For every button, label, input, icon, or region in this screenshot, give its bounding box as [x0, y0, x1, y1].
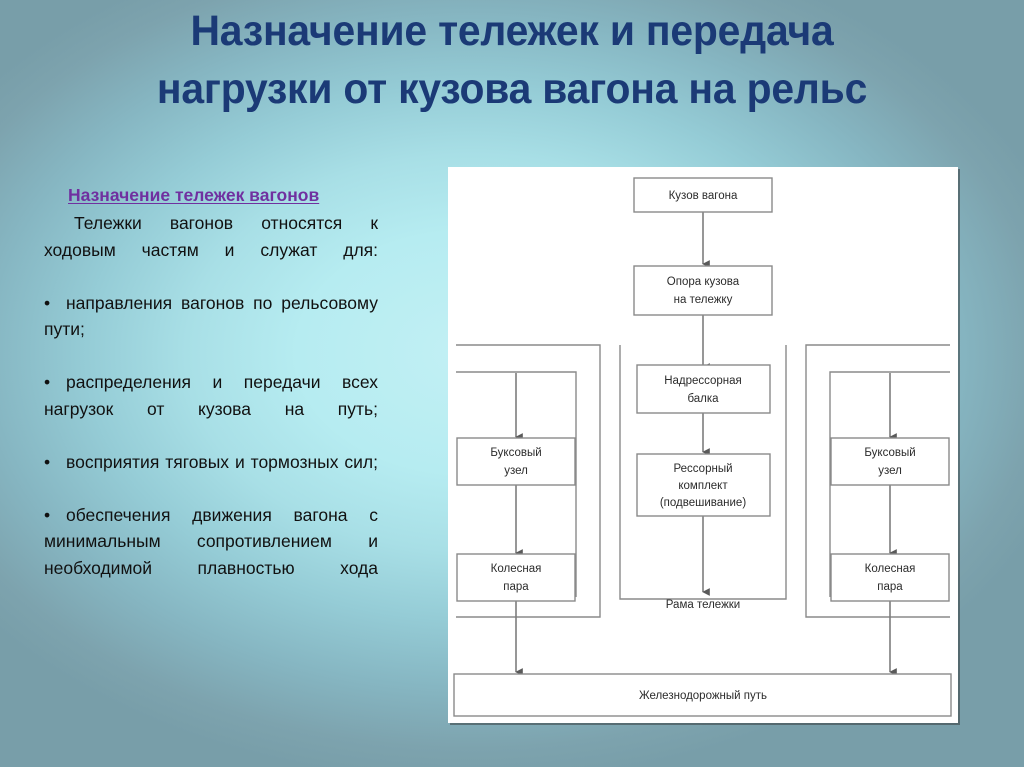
node-spring-set-label-1: Рессорный: [673, 463, 732, 475]
list-item: •обеспечения движения вагона с минимальн…: [44, 502, 378, 608]
node-axlebox-left-label-2: узел: [504, 465, 528, 477]
section-heading: Назначение тележек вагонов: [68, 185, 320, 205]
node-car-body-label: Кузов вагона: [669, 190, 738, 202]
node-wheelset-right-label-1: Колесная: [865, 563, 916, 575]
list-item-text: направления вагонов по рельсовому пути;: [44, 292, 378, 340]
title-line-1: Назначение тележек и передача: [190, 7, 834, 55]
frame-left-outer: [456, 344, 601, 618]
list-item-text: восприятия тяговых и тормозных сил;: [66, 451, 378, 472]
diagram-panel: Кузов вагона Опора кузова на тележку Над…: [448, 167, 958, 723]
frame-bogie-label: Рама тележки: [666, 599, 740, 611]
title-line-2: нагрузки от кузова вагона на рельс: [156, 65, 868, 113]
node-spring-set[interactable]: [636, 453, 771, 517]
node-bolster-label-1: Надрессорная: [664, 375, 742, 387]
load-transfer-flowchart: Кузов вагона Опора кузова на тележку Над…: [453, 177, 952, 717]
list-item: •направления вагонов по рельсовому пути;: [44, 290, 378, 370]
text-column: Назначение тележек вагонов Тележки вагон…: [44, 183, 378, 608]
list-item: • восприятия тяговых и тормозных сил;: [44, 449, 378, 502]
node-axlebox-left[interactable]: [456, 437, 576, 486]
node-body-support-label-1: Опора кузова: [667, 276, 740, 288]
node-body-support-label-2: на тележку: [674, 294, 733, 306]
node-axlebox-right[interactable]: [830, 437, 950, 486]
bullet-marker: •: [44, 451, 51, 472]
bullet-marker: •: [44, 504, 51, 525]
page-title: Назначение тележек и передача нагрузки о…: [0, 2, 1024, 118]
node-railway-track-label: Железнодорожный путь: [639, 690, 767, 702]
intro-paragraph: Тележки вагонов относятся к ходовым част…: [44, 213, 378, 260]
node-bolster[interactable]: [636, 364, 771, 414]
node-bolster-label-2: балка: [687, 393, 719, 405]
node-wheelset-left[interactable]: [456, 553, 576, 602]
node-axlebox-left-label-1: Буксовый: [490, 447, 541, 459]
frame-right-outer: [805, 344, 950, 618]
list-item: •распределения и передачи всех нагрузок …: [44, 369, 378, 449]
node-body-support[interactable]: [633, 265, 773, 316]
frame-bogie: [619, 345, 787, 600]
node-axlebox-right-label-2: узел: [878, 465, 902, 477]
node-spring-set-label-3: (подвешивание): [660, 497, 746, 509]
node-axlebox-right-label-1: Буксовый: [864, 447, 915, 459]
node-wheelset-left-label-2: пара: [503, 581, 529, 593]
node-spring-set-label-2: комплект: [678, 480, 728, 492]
node-wheelset-right-label-2: пара: [877, 581, 903, 593]
frame-right-inner: [829, 371, 950, 597]
bullet-marker: •: [44, 372, 51, 392]
list-item-text: обеспечения движения вагона с минимальны…: [44, 504, 378, 578]
list-item-text: распределения и передачи всех нагрузок о…: [44, 372, 378, 419]
node-wheelset-right[interactable]: [830, 553, 950, 602]
bullet-marker: •: [44, 292, 51, 313]
node-wheelset-left-label-1: Колесная: [491, 563, 542, 575]
node-railway-track[interactable]: [453, 673, 952, 717]
frame-left-inner: [456, 371, 577, 597]
node-car-body[interactable]: [633, 177, 773, 213]
